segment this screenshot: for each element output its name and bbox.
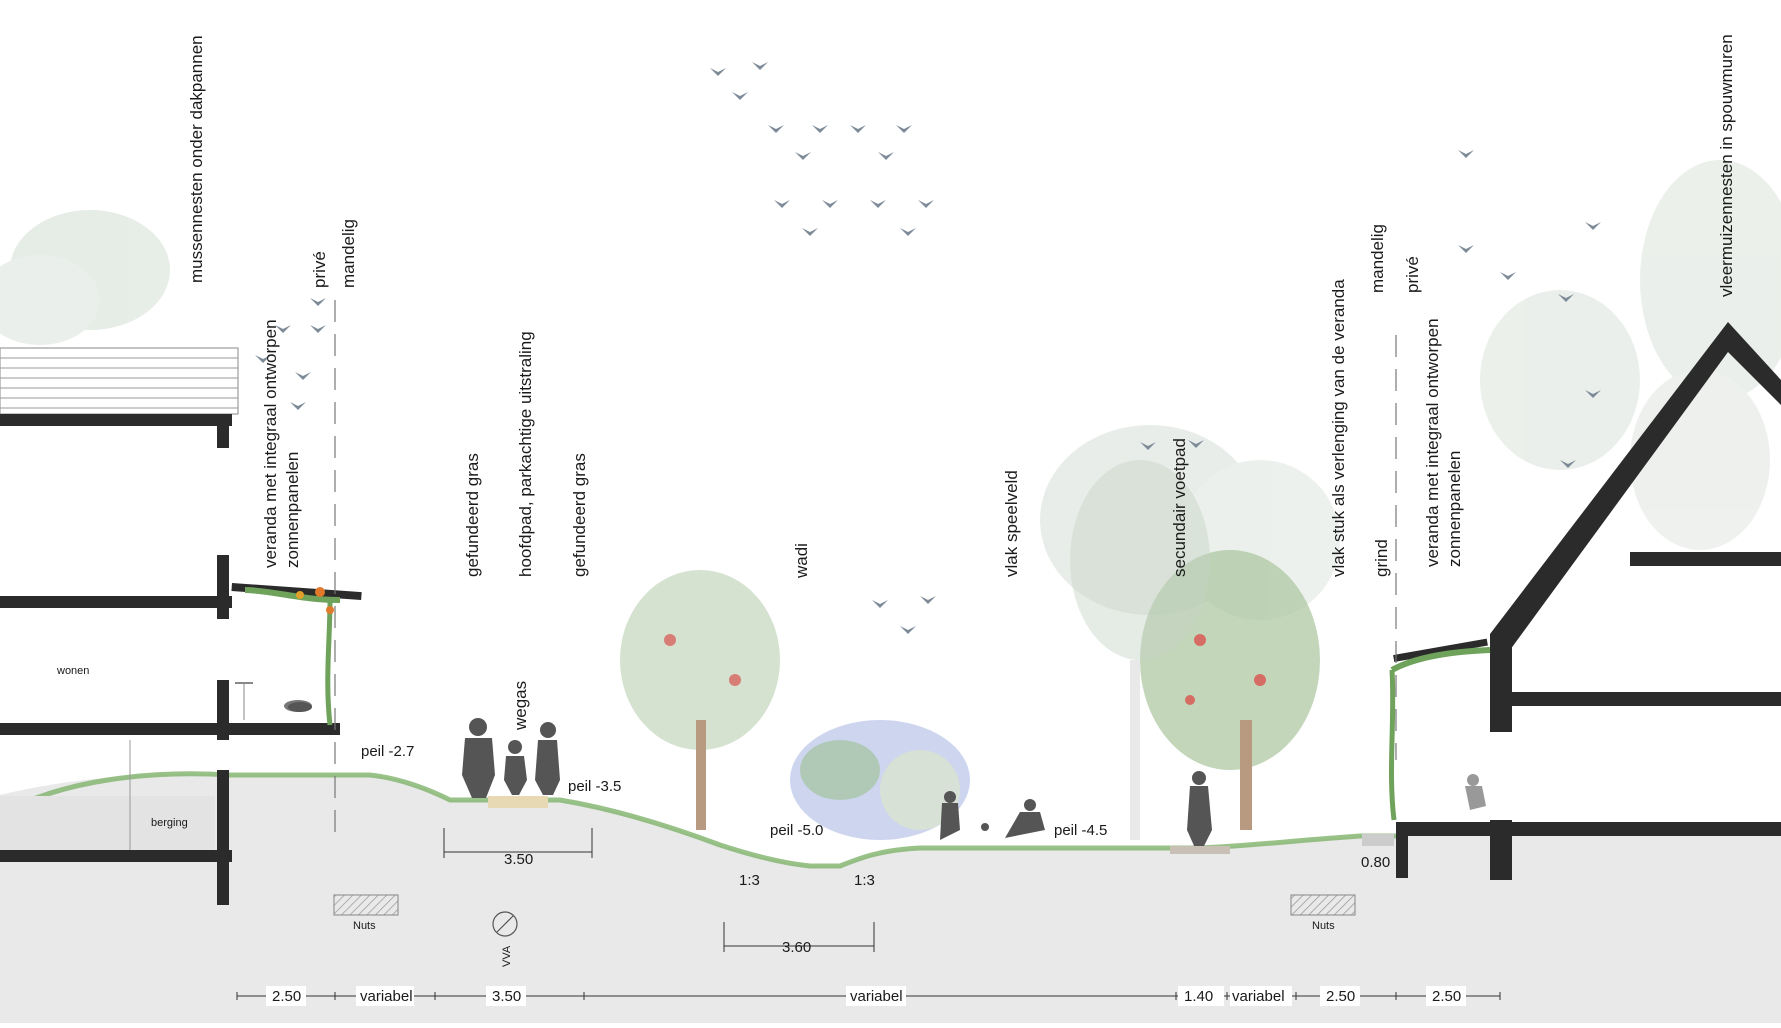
label-berging: berging (151, 817, 188, 829)
label-slope-left: 1:3 (739, 872, 760, 889)
dim-bottom-6: 2.50 (1326, 988, 1355, 1005)
label-veranda-right-2: zonnenpanelen (1445, 451, 1464, 567)
dim-wadi (723, 922, 875, 952)
dim-bottom-4: 1.40 (1184, 988, 1213, 1005)
label-secundair-voetpad: secundair voetpad (1170, 438, 1189, 577)
dim-bottom-1: variabel (360, 988, 413, 1005)
bottom-dimension-labels: 2.50 variabel 3.50 variabel 1.40 variabe… (266, 986, 1466, 1006)
dim-path (443, 828, 593, 858)
left-building (0, 347, 362, 905)
label-wadi: wadi (792, 543, 811, 579)
furniture-left (235, 682, 312, 720)
nuts-right: Nuts (1290, 894, 1356, 932)
main-path-paving (488, 796, 548, 808)
label-mandelig-left: mandelig (339, 219, 358, 288)
dim-bottom-7: 2.50 (1432, 988, 1461, 1005)
gravel-strip (1362, 834, 1394, 846)
label-veranda-right-1: veranda met integraal ontworpen (1423, 318, 1442, 567)
child-silhouettes (940, 791, 1045, 840)
right-building (1393, 322, 1781, 880)
label-veranda-left-1: veranda met integraal ontworpen (261, 319, 280, 568)
label-peil-3: peil -5.0 (770, 822, 823, 839)
wadi-shrubs (790, 720, 970, 840)
dim-bottom-2: 3.50 (492, 988, 521, 1005)
path-tree (1140, 550, 1320, 830)
label-wegas: wegas (511, 681, 530, 731)
label-prive-right: privé (1403, 256, 1422, 293)
label-peil-4: peil -4.5 (1054, 822, 1107, 839)
dim-wadi-label: 3.60 (782, 939, 811, 956)
label-peil-1: peil -2.7 (361, 743, 414, 760)
label-vleermuizennesten: vleermuizennesten in spouwmuren (1717, 34, 1736, 297)
dim-bottom-5: variabel (1232, 988, 1285, 1005)
svg-text:VVA: VVA (501, 945, 513, 967)
ground-section (0, 773, 1400, 1023)
label-mussennesten: mussennesten onder dakpannen (187, 35, 206, 283)
people-silhouettes (288, 702, 1486, 848)
dim-bottom-0: 2.50 (272, 988, 301, 1005)
dim-path-label: 3.50 (504, 851, 533, 868)
label-grind: grind (1372, 539, 1391, 577)
family-silhouette (462, 718, 560, 798)
ground-section-right (1400, 836, 1781, 1023)
bird-flock (255, 62, 1601, 634)
label-veranda-left-2: zonnenpanelen (283, 452, 302, 568)
label-prive-left: privé (310, 251, 329, 288)
dog-silhouette (288, 702, 312, 712)
label-wonen: wonen (56, 665, 89, 677)
label-slope-right: 1:3 (854, 872, 875, 889)
label-gefundeerd-gras-1: gefundeerd gras (463, 453, 482, 577)
label-peil-2: peil -3.5 (568, 778, 621, 795)
dim-grind-label: 0.80 (1361, 854, 1390, 871)
dim-bottom-3: variabel (850, 988, 903, 1005)
background-tree-mid (1070, 460, 1210, 840)
label-vlak-stuk: vlak stuk als verlenging van de veranda (1329, 279, 1348, 577)
svg-text:Nuts: Nuts (1312, 920, 1335, 932)
sitting-person-silhouette (1465, 774, 1486, 810)
secondary-path-paving (1170, 846, 1230, 854)
walker-silhouette (1187, 771, 1212, 848)
vva-symbol: VVA (492, 911, 518, 967)
label-mandelig-right: mandelig (1368, 224, 1387, 293)
nuts-left: Nuts (333, 894, 399, 932)
veranda-plants-left (244, 587, 341, 726)
wadi-tree (620, 570, 780, 830)
veranda-plants-right (1388, 647, 1491, 821)
label-hoofdpad: hoofdpad, parkachtige uitstraling (516, 331, 535, 577)
label-vlak-speelveld: vlak speelveld (1002, 470, 1021, 577)
svg-text:Nuts: Nuts (353, 920, 376, 932)
label-gefundeerd-gras-2: gefundeerd gras (570, 453, 589, 577)
